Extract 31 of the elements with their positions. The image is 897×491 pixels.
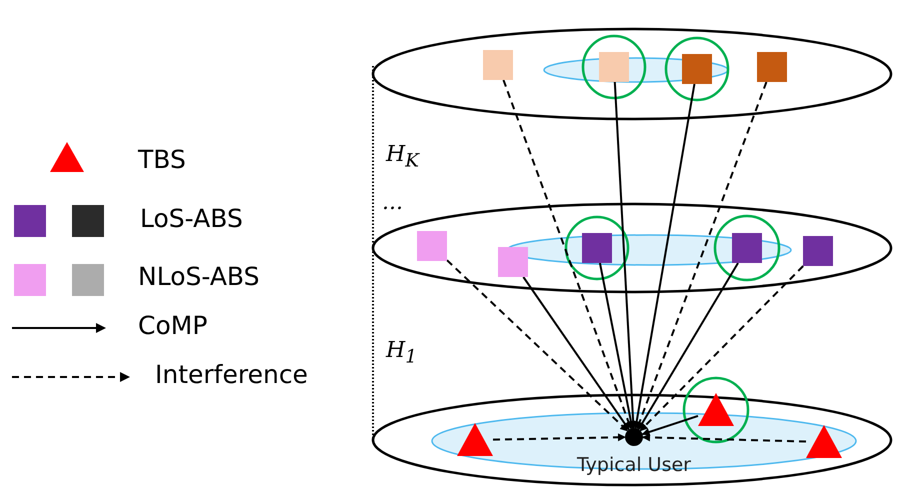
drone-square: [417, 231, 447, 261]
arrow: [636, 82, 768, 430]
base-station-triangle: [457, 422, 493, 458]
height-label: ...: [382, 190, 403, 215]
drone-square: [757, 52, 787, 82]
drone-square: [582, 233, 612, 263]
legend-label: TBS: [138, 145, 186, 174]
drone-square: [599, 52, 629, 82]
height-label: H$_{1}$: [386, 338, 417, 368]
arrow: [598, 262, 635, 430]
legend-label: CoMP: [138, 311, 208, 340]
arrow: [446, 259, 628, 432]
arrow: [502, 80, 632, 430]
legend-label: Interference: [155, 360, 308, 389]
base-station-triangle: [698, 392, 734, 428]
arrow: [640, 265, 804, 432]
base-station-triangle: [806, 424, 842, 460]
drone-square: [803, 236, 833, 266]
drone-square: [498, 247, 528, 277]
legend-label: NLoS-ABS: [138, 262, 260, 291]
arrow: [614, 82, 638, 429]
arrow: [492, 433, 626, 442]
drone-square: [682, 54, 712, 84]
drone-square: [483, 50, 513, 80]
arrow: [632, 84, 696, 430]
arrow: [638, 262, 739, 430]
height-label: H$_{K}$: [386, 142, 419, 172]
arrow: [522, 276, 630, 430]
legend-label: LoS-ABS: [140, 204, 243, 233]
arrow: [642, 433, 806, 443]
drone-square: [732, 233, 762, 263]
